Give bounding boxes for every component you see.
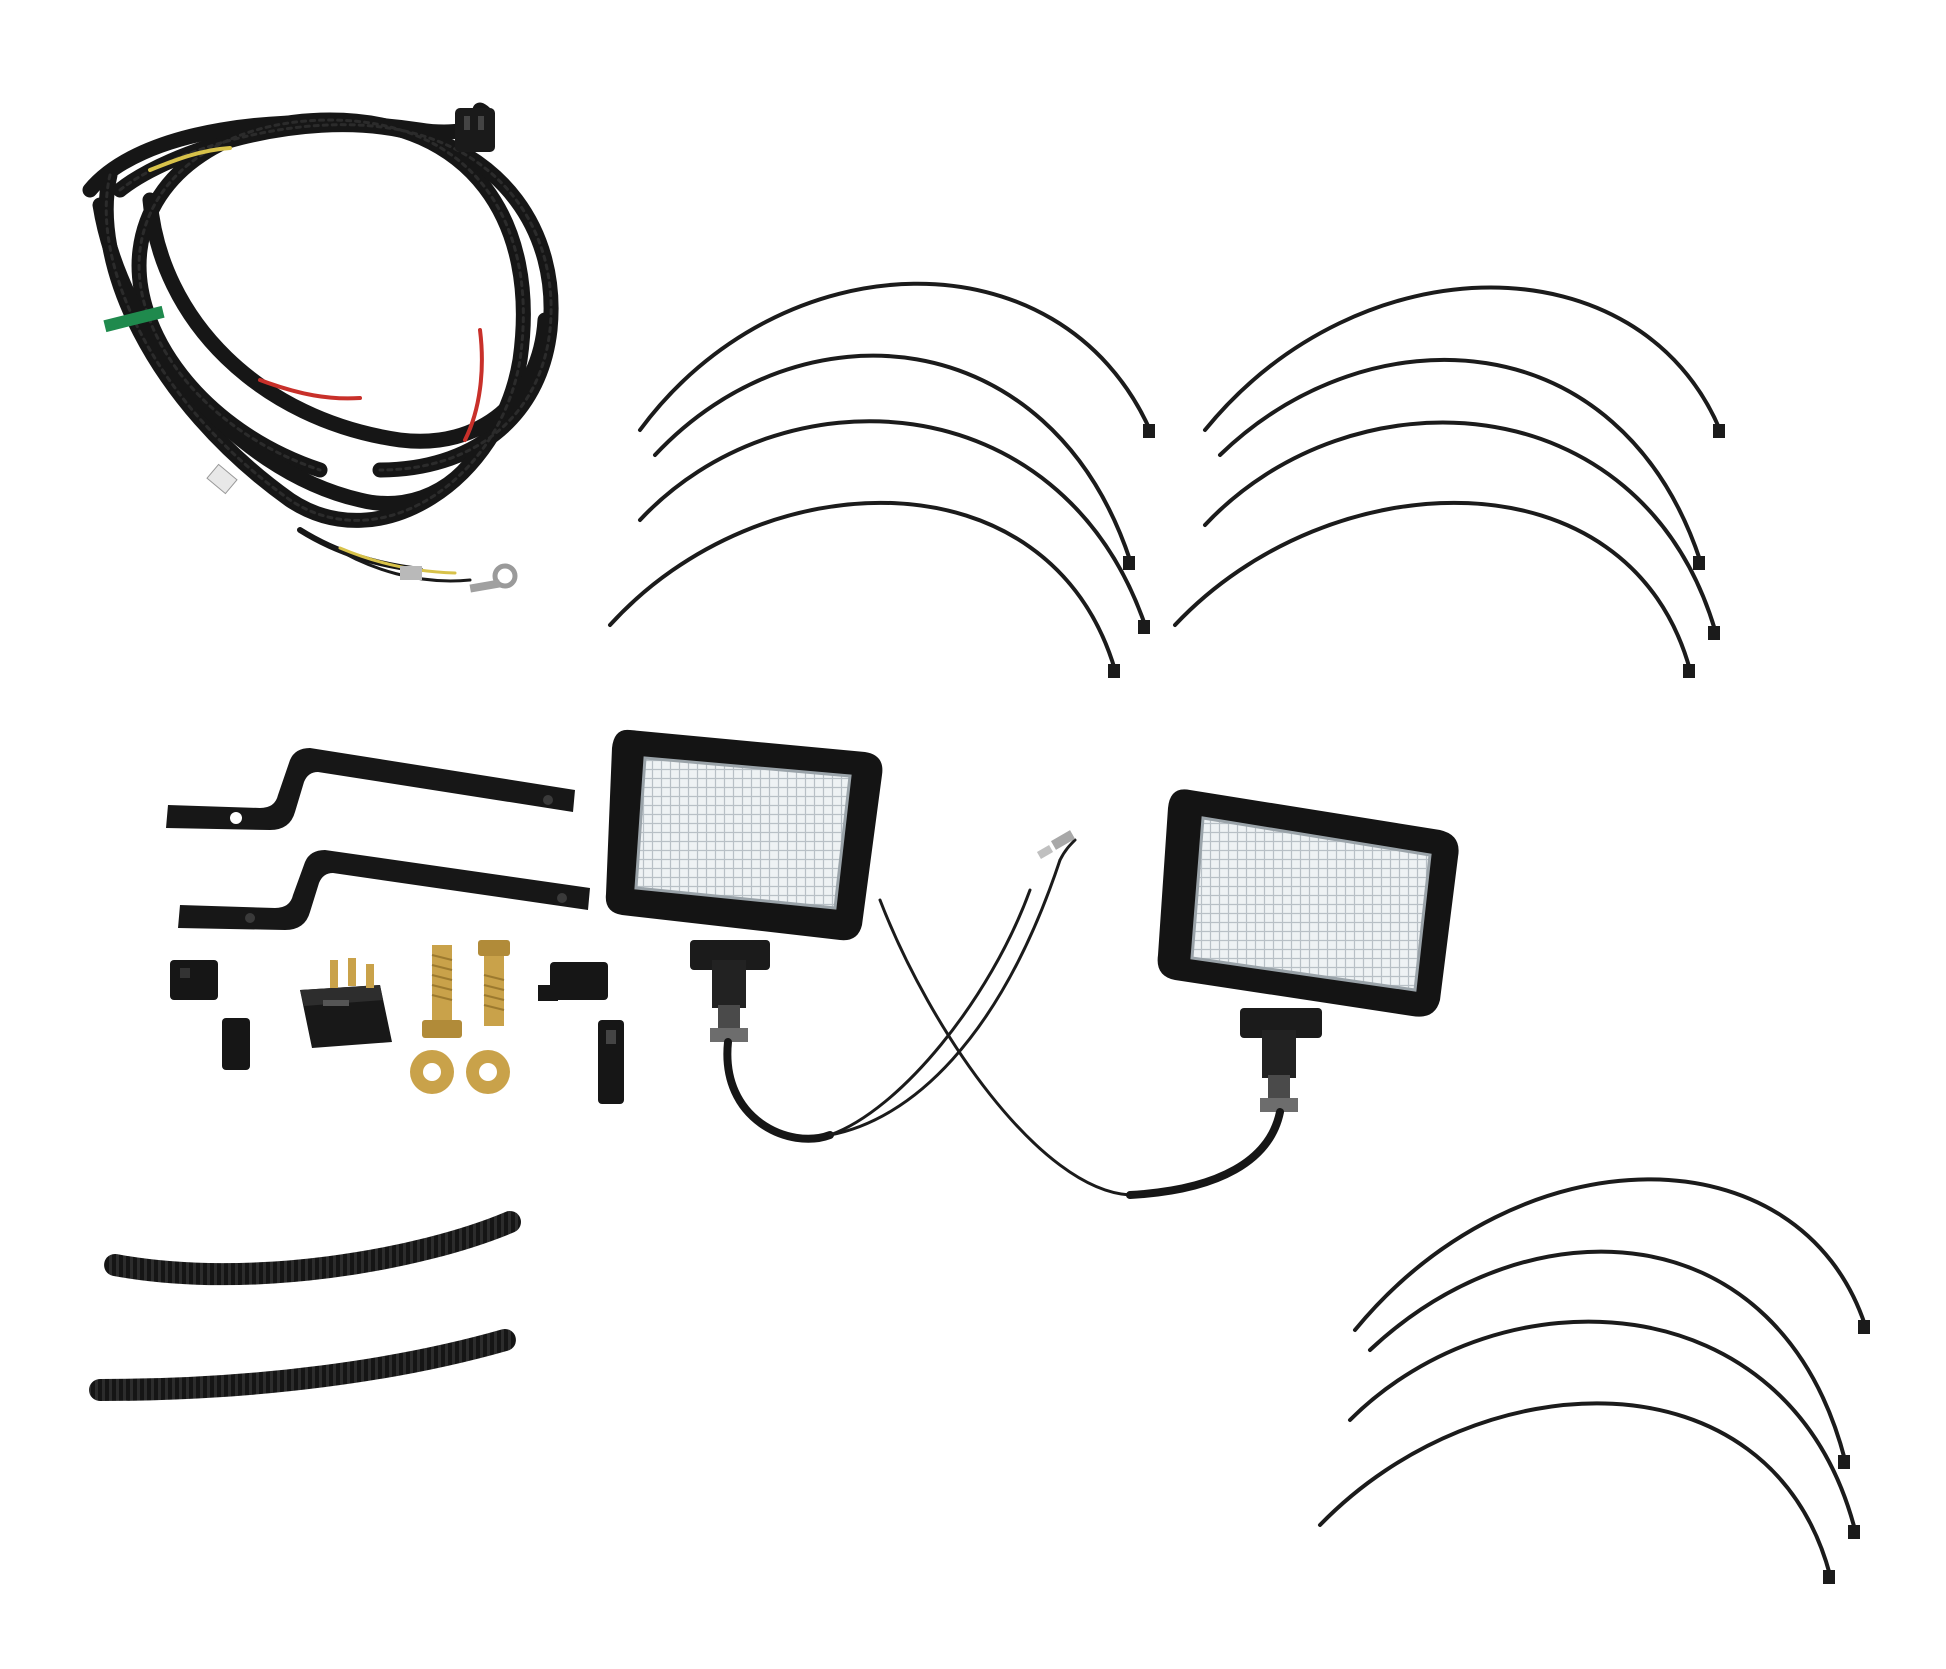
light-pigtail-wires xyxy=(723,838,1284,1199)
connector-housing xyxy=(538,962,608,1001)
rocker-switch xyxy=(300,958,392,1048)
cable-tie-heads-3 xyxy=(1823,1320,1870,1584)
split-loom-tubing xyxy=(104,1211,521,1286)
cable-ties-group-3 xyxy=(1318,1177,1867,1577)
work-light xyxy=(605,729,883,1042)
wire-harness xyxy=(82,102,559,593)
mounting-bracket xyxy=(178,850,590,930)
connector-housing xyxy=(170,960,218,1000)
flange-nut xyxy=(410,1050,454,1094)
work-light xyxy=(1157,789,1459,1112)
split-loom-tubing xyxy=(89,1329,516,1401)
mounting-bracket xyxy=(166,748,575,830)
connector-housing xyxy=(598,1020,624,1104)
spade-terminal xyxy=(1036,830,1076,859)
connector-housing xyxy=(222,1018,250,1070)
cable-tie-heads-1 xyxy=(1108,424,1155,678)
bolt xyxy=(478,940,510,1026)
cable-tie-heads-2 xyxy=(1683,424,1725,678)
cable-ties-group-1 xyxy=(608,281,1152,672)
flange-nut xyxy=(466,1050,510,1094)
bolt xyxy=(422,945,462,1038)
cable-ties-group-2 xyxy=(1173,285,1722,672)
